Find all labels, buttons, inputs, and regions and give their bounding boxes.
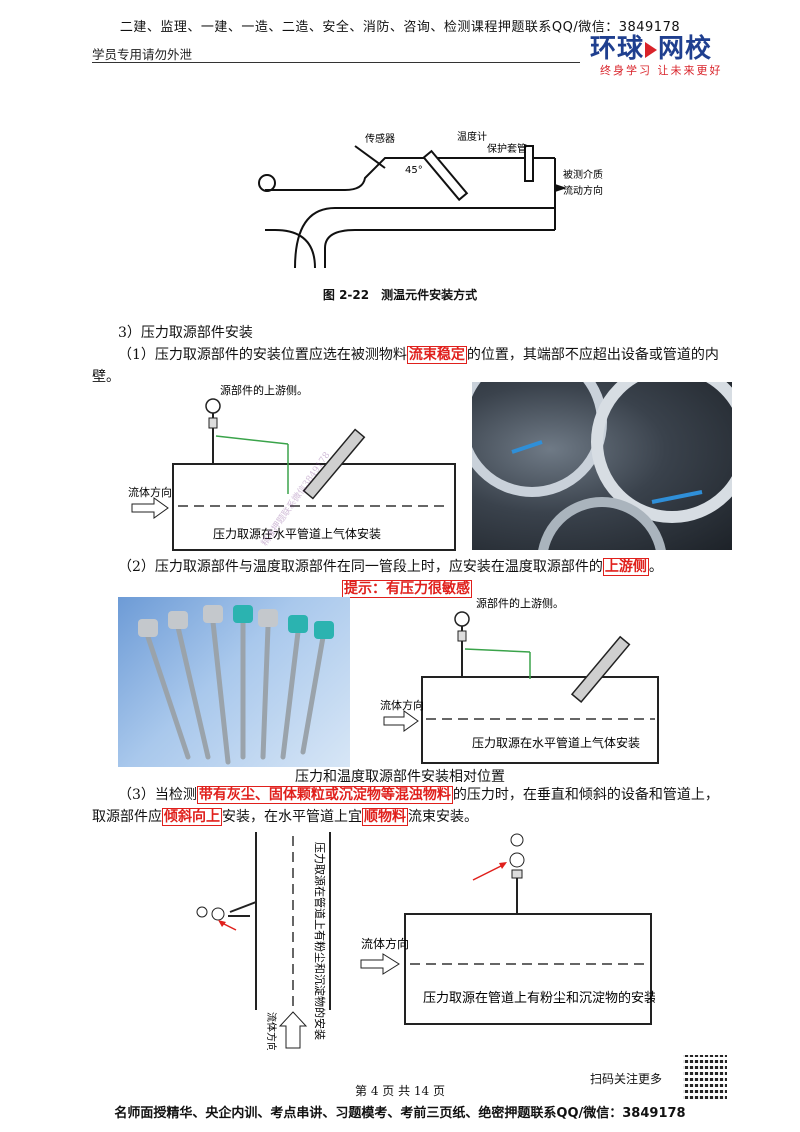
figure-caption: 图 2-22 测温元件安装方式 [322,288,478,302]
label-medium: 被测介质 [563,168,603,181]
pressure-source-diagram-b: 源部件的上游侧。 流体方向 压力取源在水平管道上气体安装 [380,597,659,764]
pipe-text-c: 压力取源在管道上有粉尘和沉淀物的安装 [423,990,655,1006]
vertical-pipe-diagram: 压力取源在管道上有粉尘和沉淀物的安装 流体方向 [196,832,331,1050]
hint-text: 提示：有压力很敏感 [342,580,472,598]
vertical-flow-label: 流体方向 [265,1012,278,1050]
hint-box: 提示：有压力很敏感 [342,578,472,600]
page-number: 第 4 页 共 14 页 [355,1084,445,1098]
pressure-source-diagram-a: 源部件的上游侧。 流体方向 压力取源在水平管道上气体安装 精准押题联系微信384… [128,384,456,551]
qr-code[interactable] [683,1055,727,1099]
footer-contact-line: 名师面授精华、央企内训、考点串讲、习题模考、考前三页纸、绝密押题联系QQ/微信：… [114,1106,686,1121]
figure-caption-2: 压力和温度取源部件安装相对位置 [295,769,505,785]
header-divider [92,62,580,63]
upstream-label-a: 源部件的上游侧。 [220,384,308,397]
highlight-stable-flow: 流束稳定 [406,346,467,364]
pipe-text-b: 压力取源在水平管道上气体安装 [472,735,640,750]
label-angle: 45° [405,165,423,176]
scan-follow-label: 扫码关注更多 [590,1072,663,1086]
label-flow-direction: 流动方向 [563,184,603,197]
label-sleeve: 保护套管 [487,142,527,155]
section-heading: 3）压力取源部件安装 [118,325,253,341]
paragraph-2: （2）压力取源部件与温度取源部件在同一管段上时，应安装在温度取源部件的上游侧。 [118,558,663,576]
header-confidential-note: 学员专用请勿外泄 [92,47,193,62]
brand-logo: 环球网校 [590,28,712,65]
horizontal-pipe-diagram: 流体方向 压力取源在管道上有粉尘和沉淀物的安装 [360,833,655,1025]
highlight-upstream: 上游侧 [602,558,649,576]
highlight-incline-up: 倾斜向上 [162,808,222,826]
paragraph-3-line-2: 取源部件应倾斜向上安装，在水平管道上宜顺物料流束安装。 [92,808,478,826]
header-contact-line: 二建、监理、一建、一造、二造、安全、消防、咨询、检测课程押题联系QQ/微信：38… [119,20,681,35]
highlight-along-material: 顺物料 [362,808,408,826]
highlight-turbid-material: 带有灰尘、固体颗粒或沉淀物等混浊物料 [196,786,453,804]
logo-slogan: 终身学习 让未来更好 [600,64,723,77]
flow-label-c: 流体方向 [361,936,409,951]
paragraph-1: （1）压力取源部件的安装位置应选在被测物料流束稳定的位置，其端部不应超出设备或管… [92,346,719,385]
pipes-photo [472,382,732,550]
upstream-label-b: 源部件的上游侧。 [476,597,564,610]
flow-label-a: 流体方向 [128,485,172,499]
label-thermometer: 温度计 [457,130,487,143]
thermocouple-photo [118,597,350,767]
paragraph-3-line-1: （3）当检测带有灰尘、固体颗粒或沉淀物等混浊物料的压力时，在垂直和倾斜的设备和管… [118,786,719,804]
logo-text-b: 网校 [658,34,713,64]
logo-text-a: 环球 [590,34,645,64]
play-icon [645,41,658,58]
flow-label-b: 流体方向 [380,698,424,712]
label-sensor: 传感器 [365,132,395,145]
vertical-pipe-text: 压力取源在管道上有粉尘和沉淀物的安装 [313,842,327,1040]
pipe-text-a: 压力取源在水平管道上气体安装 [213,526,381,541]
temperature-element-diagram: 传感器 温度计 保护套管 45° 被测介质 流动方向 [258,130,603,268]
